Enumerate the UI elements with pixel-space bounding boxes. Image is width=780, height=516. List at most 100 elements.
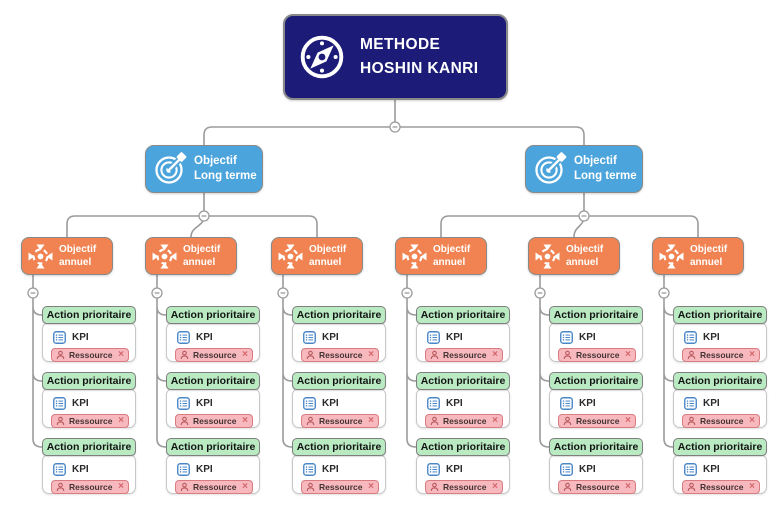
action-card[interactable]: Action prioritaire KPI bbox=[166, 306, 260, 362]
remove-icon[interactable]: × bbox=[492, 415, 498, 426]
remove-icon[interactable]: × bbox=[492, 481, 498, 492]
action-card[interactable]: Action prioritaire KPI bbox=[292, 438, 386, 494]
kpi-item[interactable]: KPI bbox=[427, 331, 502, 344]
action-card-header[interactable]: Action prioritaire bbox=[416, 372, 510, 390]
action-card-header[interactable]: Action prioritaire bbox=[673, 438, 767, 456]
annual-objective-node[interactable]: Objectif annuel bbox=[652, 237, 744, 275]
action-card-header[interactable]: Action prioritaire bbox=[673, 372, 767, 390]
action-card[interactable]: Action prioritaire KPI bbox=[549, 372, 643, 428]
action-card-header[interactable]: Action prioritaire bbox=[292, 438, 386, 456]
remove-icon[interactable]: × bbox=[749, 415, 755, 426]
action-card[interactable]: Action prioritaire KPI bbox=[292, 372, 386, 428]
action-card[interactable]: Action prioritaire KPI bbox=[42, 306, 136, 362]
resource-tag[interactable]: Ressource × bbox=[558, 414, 636, 428]
action-card[interactable]: Action prioritaire KPI bbox=[673, 438, 767, 494]
remove-icon[interactable]: × bbox=[749, 481, 755, 492]
root-node[interactable]: METHODE HOSHIN KANRI bbox=[283, 14, 508, 100]
kpi-item[interactable]: KPI bbox=[560, 397, 635, 410]
remove-icon[interactable]: × bbox=[749, 349, 755, 360]
remove-icon[interactable]: × bbox=[368, 415, 374, 426]
long-term-objective-node[interactable]: Objectif Long terme bbox=[145, 145, 263, 193]
action-card[interactable]: Action prioritaire KPI bbox=[416, 372, 510, 428]
resource-tag[interactable]: Ressource × bbox=[175, 348, 253, 362]
resource-tag[interactable]: Ressource × bbox=[51, 480, 129, 494]
remove-icon[interactable]: × bbox=[625, 349, 631, 360]
action-card[interactable]: Action prioritaire KPI bbox=[673, 372, 767, 428]
kpi-item[interactable]: KPI bbox=[53, 397, 128, 410]
kpi-item[interactable]: KPI bbox=[684, 397, 759, 410]
resource-tag[interactable]: Ressource × bbox=[425, 480, 503, 494]
kpi-item[interactable]: KPI bbox=[53, 331, 128, 344]
annual-objective-node[interactable]: Objectif annuel bbox=[145, 237, 237, 275]
annual-objective-node[interactable]: Objectif annuel bbox=[21, 237, 113, 275]
action-card[interactable]: Action prioritaire KPI bbox=[166, 438, 260, 494]
action-card[interactable]: Action prioritaire KPI bbox=[416, 306, 510, 362]
remove-icon[interactable]: × bbox=[368, 481, 374, 492]
collapse-button[interactable] bbox=[198, 210, 210, 222]
resource-tag[interactable]: Ressource × bbox=[51, 348, 129, 362]
remove-icon[interactable]: × bbox=[118, 349, 124, 360]
kpi-item[interactable]: KPI bbox=[177, 463, 252, 476]
remove-icon[interactable]: × bbox=[118, 481, 124, 492]
remove-icon[interactable]: × bbox=[625, 481, 631, 492]
resource-tag[interactable]: Ressource × bbox=[175, 480, 253, 494]
kpi-item[interactable]: KPI bbox=[560, 331, 635, 344]
collapse-button[interactable] bbox=[534, 287, 546, 299]
action-card-header[interactable]: Action prioritaire bbox=[549, 372, 643, 390]
kpi-item[interactable]: KPI bbox=[53, 463, 128, 476]
action-card-header[interactable]: Action prioritaire bbox=[166, 438, 260, 456]
resource-tag[interactable]: Ressource × bbox=[558, 348, 636, 362]
action-card-header[interactable]: Action prioritaire bbox=[292, 306, 386, 324]
action-card[interactable]: Action prioritaire KPI bbox=[549, 438, 643, 494]
action-card-header[interactable]: Action prioritaire bbox=[549, 438, 643, 456]
action-card-header[interactable]: Action prioritaire bbox=[166, 372, 260, 390]
resource-tag[interactable]: Ressource × bbox=[425, 348, 503, 362]
action-card-header[interactable]: Action prioritaire bbox=[549, 306, 643, 324]
action-card-header[interactable]: Action prioritaire bbox=[42, 438, 136, 456]
action-card-header[interactable]: Action prioritaire bbox=[416, 438, 510, 456]
kpi-item[interactable]: KPI bbox=[177, 397, 252, 410]
collapse-button[interactable] bbox=[27, 287, 39, 299]
action-card[interactable]: Action prioritaire KPI bbox=[673, 306, 767, 362]
resource-tag[interactable]: Ressource × bbox=[175, 414, 253, 428]
collapse-button[interactable] bbox=[578, 210, 590, 222]
action-card[interactable]: Action prioritaire KPI bbox=[42, 372, 136, 428]
collapse-button[interactable] bbox=[151, 287, 163, 299]
action-card[interactable]: Action prioritaire KPI bbox=[549, 306, 643, 362]
collapse-button[interactable] bbox=[658, 287, 670, 299]
kpi-item[interactable]: KPI bbox=[684, 331, 759, 344]
action-card[interactable]: Action prioritaire KPI bbox=[166, 372, 260, 428]
kpi-item[interactable]: KPI bbox=[427, 397, 502, 410]
action-card-header[interactable]: Action prioritaire bbox=[416, 306, 510, 324]
action-card-header[interactable]: Action prioritaire bbox=[42, 372, 136, 390]
action-card-header[interactable]: Action prioritaire bbox=[166, 306, 260, 324]
resource-tag[interactable]: Ressource × bbox=[682, 348, 760, 362]
action-card-header[interactable]: Action prioritaire bbox=[673, 306, 767, 324]
kpi-item[interactable]: KPI bbox=[177, 331, 252, 344]
kpi-item[interactable]: KPI bbox=[560, 463, 635, 476]
annual-objective-node[interactable]: Objectif annuel bbox=[395, 237, 487, 275]
remove-icon[interactable]: × bbox=[242, 415, 248, 426]
kpi-item[interactable]: KPI bbox=[684, 463, 759, 476]
resource-tag[interactable]: Ressource × bbox=[301, 480, 379, 494]
collapse-button[interactable] bbox=[389, 121, 401, 133]
action-card[interactable]: Action prioritaire KPI bbox=[292, 306, 386, 362]
resource-tag[interactable]: Ressource × bbox=[682, 414, 760, 428]
resource-tag[interactable]: Ressource × bbox=[425, 414, 503, 428]
action-card-header[interactable]: Action prioritaire bbox=[42, 306, 136, 324]
kpi-item[interactable]: KPI bbox=[303, 397, 378, 410]
resource-tag[interactable]: Ressource × bbox=[51, 414, 129, 428]
collapse-button[interactable] bbox=[401, 287, 413, 299]
action-card[interactable]: Action prioritaire KPI bbox=[416, 438, 510, 494]
resource-tag[interactable]: Ressource × bbox=[301, 414, 379, 428]
resource-tag[interactable]: Ressource × bbox=[558, 480, 636, 494]
resource-tag[interactable]: Ressource × bbox=[682, 480, 760, 494]
remove-icon[interactable]: × bbox=[242, 349, 248, 360]
kpi-item[interactable]: KPI bbox=[303, 463, 378, 476]
remove-icon[interactable]: × bbox=[492, 349, 498, 360]
resource-tag[interactable]: Ressource × bbox=[301, 348, 379, 362]
remove-icon[interactable]: × bbox=[242, 481, 248, 492]
action-card[interactable]: Action prioritaire KPI bbox=[42, 438, 136, 494]
collapse-button[interactable] bbox=[277, 287, 289, 299]
remove-icon[interactable]: × bbox=[368, 349, 374, 360]
